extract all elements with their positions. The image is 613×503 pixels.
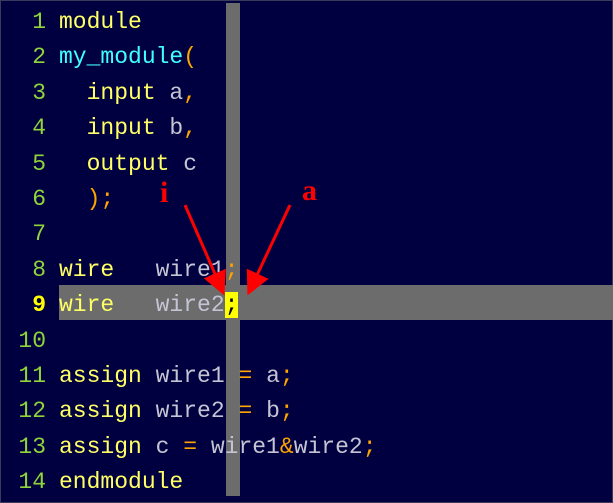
append-position-arrow <box>246 204 292 296</box>
cursor-column-highlight <box>226 3 240 496</box>
line-number: 1 <box>32 9 46 35</box>
code-token: assign <box>59 433 156 460</box>
line-number: 9 <box>32 292 46 319</box>
code-line[interactable]: 3 input a, <box>0 76 197 111</box>
code-token: ; <box>279 363 294 389</box>
code-line[interactable]: 8 wire wire1; <box>0 253 238 288</box>
line-code: ); <box>59 182 115 217</box>
code-token: input <box>59 115 170 142</box>
code-line[interactable]: 13 assign c = wire1&wire2; <box>0 430 376 465</box>
code-line[interactable]: 5 output c <box>0 147 197 182</box>
code-token: & <box>279 433 294 460</box>
code-token: ; <box>279 398 294 425</box>
code-token: assign <box>59 363 156 389</box>
line-number: 7 <box>32 221 46 248</box>
code-token: module <box>59 9 142 35</box>
code-line[interactable]: 9 wire wire2; <box>0 288 239 323</box>
code-token: output <box>59 150 184 177</box>
code-token: ( <box>183 44 198 71</box>
code-line[interactable]: 12 assign wire2 = b; <box>0 394 293 429</box>
code-token: b <box>252 398 280 425</box>
code-line[interactable]: 4 input b, <box>0 111 197 146</box>
line-code: input b, <box>59 111 197 146</box>
line-code: output c <box>59 147 197 182</box>
code-token: my_module <box>59 44 184 71</box>
code-token: wire2 <box>155 398 239 425</box>
line-number: 6 <box>32 186 46 212</box>
code-token: = <box>238 363 253 389</box>
line-number: 12 <box>18 398 46 425</box>
code-line[interactable]: 1 module <box>0 5 142 40</box>
text-cursor: ; <box>224 292 239 319</box>
code-token: ); <box>59 186 115 212</box>
line-number: 14 <box>18 469 46 496</box>
code-line[interactable]: 10 <box>0 324 46 359</box>
code-token: assign <box>59 398 156 425</box>
code-line[interactable]: 6 ); <box>0 182 114 217</box>
code-line[interactable]: 14 endmodule <box>0 465 183 500</box>
line-code: input a, <box>59 76 197 111</box>
line-code: assign wire1 = a; <box>59 359 294 394</box>
line-number: 3 <box>32 79 46 106</box>
line-code: endmodule <box>59 465 183 500</box>
code-token: wire2 <box>155 292 225 319</box>
code-token: , <box>183 79 198 106</box>
code-token: c <box>183 150 198 177</box>
code-token: = <box>238 398 253 425</box>
code-token: , <box>183 115 198 142</box>
code-token: a <box>252 363 280 389</box>
code-token: wire <box>59 292 156 319</box>
line-number: 8 <box>32 256 46 283</box>
code-token: ; <box>224 256 239 283</box>
code-token: wire1 <box>197 433 280 460</box>
line-code: assign c = wire1&wire2; <box>59 430 377 465</box>
line-number: 2 <box>32 44 46 71</box>
code-token: = <box>183 433 198 460</box>
line-number: 5 <box>32 150 46 177</box>
line-code: assign wire2 = b; <box>59 394 294 429</box>
code-token: c <box>155 433 184 460</box>
line-number: 11 <box>18 363 46 389</box>
code-token: wire <box>59 256 156 283</box>
code-token: endmodule <box>59 469 184 496</box>
code-token: input <box>59 79 170 106</box>
code-line[interactable]: 11 assign wire1 = a; <box>0 359 293 394</box>
line-number: 13 <box>18 433 46 460</box>
code-line[interactable]: 7 <box>0 217 46 252</box>
code-token: ; <box>362 433 377 460</box>
line-code: my_module( <box>59 40 197 75</box>
insert-label: i <box>160 176 169 209</box>
line-code: module <box>59 5 142 40</box>
code-token: wire1 <box>155 363 239 389</box>
line-number: 10 <box>18 327 46 354</box>
line-code: wire wire1; <box>59 253 238 288</box>
code-token: b <box>169 115 184 142</box>
code-line[interactable]: 2 my_module( <box>0 40 197 75</box>
cursor-line-highlight <box>59 285 613 320</box>
line-code: wire wire2; <box>59 288 239 323</box>
code-token: a <box>169 79 184 106</box>
line-number: 4 <box>32 115 46 142</box>
append-label: a <box>302 174 317 207</box>
insert-position-arrow <box>183 204 226 296</box>
code-token: wire2 <box>293 433 363 460</box>
